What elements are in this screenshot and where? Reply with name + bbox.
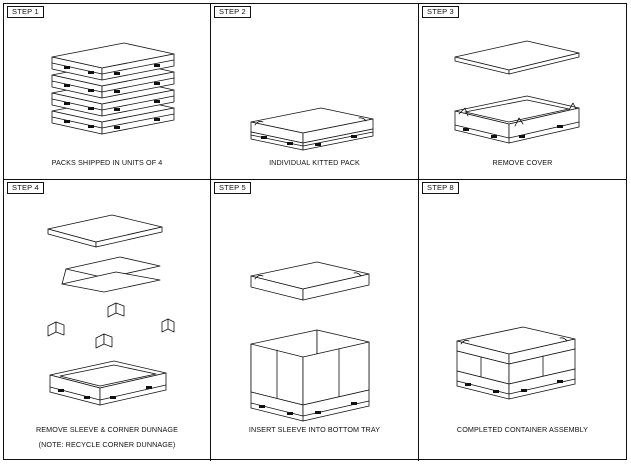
- step-3-panel: STEP 3 REMOVE COVER: [419, 4, 626, 180]
- step-3-label: STEP 3: [422, 6, 459, 18]
- remove-sleeve-illustration: [47, 214, 175, 406]
- step-4-note: (NOTE: RECYCLE CORNER DUNNAGE): [38, 440, 176, 449]
- step-5-panel: STEP 5 INSERT SLEEVE INTO BOTTOM TRAY: [211, 180, 419, 461]
- step-5-label: STEP 5: [214, 182, 251, 194]
- step-8-caption: COMPLETED CONTAINER ASSEMBLY: [456, 425, 589, 434]
- step-3-caption: REMOVE COVER: [492, 158, 553, 167]
- step-5-caption: INSERT SLEEVE INTO BOTTOM TRAY: [248, 425, 381, 434]
- corner-dunnage-upper: [107, 302, 125, 318]
- step-8-panel: STEP 8 COMPLETED CONTAINER ASSEMBLY: [419, 180, 626, 461]
- step-1-caption: PACKS SHIPPED IN UNITS OF 4: [51, 158, 163, 167]
- remove-cover-illustration: [454, 40, 580, 144]
- step-4-caption: REMOVE SLEEVE & CORNER DUNNAGE: [36, 425, 178, 434]
- step-2-caption: INDIVIDUAL KITTED PACK: [269, 158, 360, 167]
- corner-dunnage-right: [161, 318, 175, 333]
- step-2-panel: STEP 2 INDIVIDUAL KITTED PACK: [211, 4, 419, 180]
- step-1-panel: STEP 1: [4, 4, 211, 180]
- stacked-packs-illustration: [51, 42, 175, 135]
- step-4-panel: STEP 4: [4, 180, 211, 461]
- kitted-pack-illustration: [250, 107, 374, 151]
- step-1-label: STEP 1: [7, 6, 44, 18]
- corner-dunnage-center: [95, 333, 113, 349]
- step-4-label: STEP 4: [7, 182, 44, 194]
- step-2-label: STEP 2: [214, 6, 251, 18]
- corner-dunnage-left: [47, 321, 65, 337]
- step-8-label: STEP 8: [422, 182, 459, 194]
- completed-container-illustration: [456, 326, 576, 400]
- instruction-sheet: STEP 1: [3, 3, 627, 461]
- insert-sleeve-illustration: [250, 261, 370, 422]
